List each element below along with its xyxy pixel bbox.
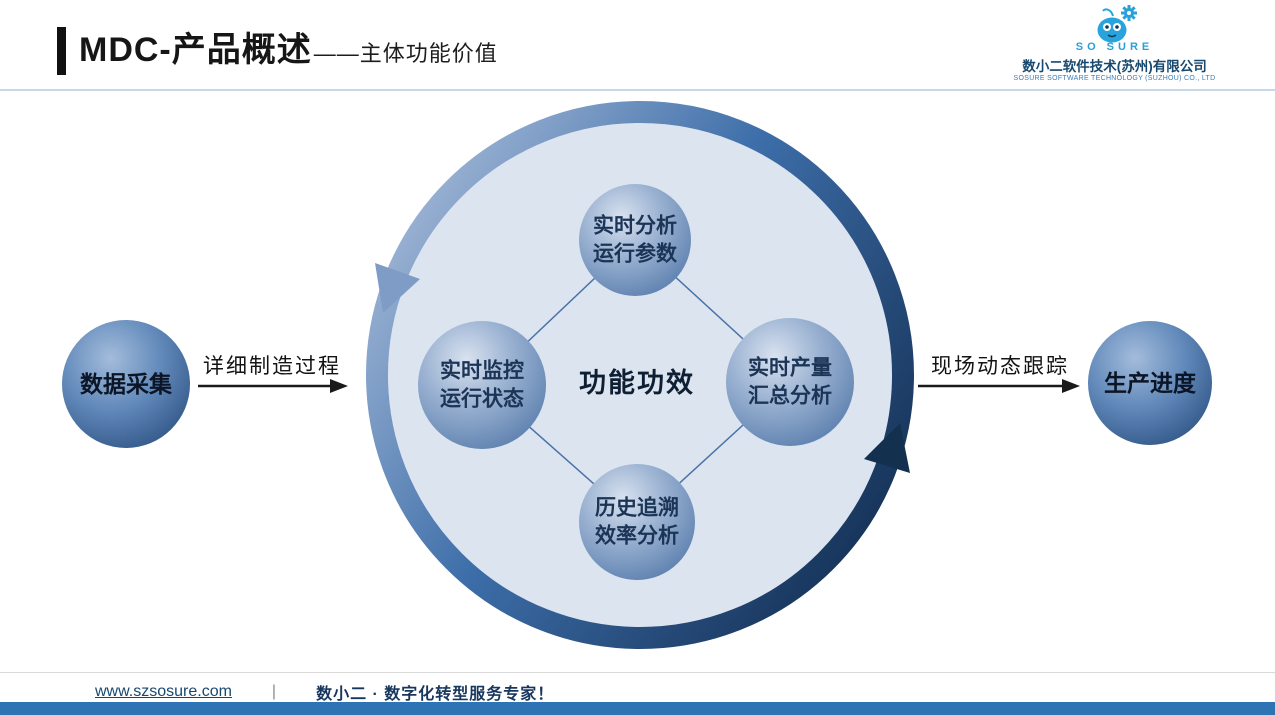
value-cycle-diagram: 功能功效 实时分析 运行参数 实时监控 运行状态 实时产量 汇总分析 历史追溯 … xyxy=(62,101,1212,649)
logo-company-name-en: SOSURE SOFTWARE TECHNOLOGY (SUZHOU) CO.,… xyxy=(1013,75,1216,82)
website-link[interactable]: www.szsosure.com xyxy=(95,683,232,700)
bubble-bottom: 历史追溯 效率分析 xyxy=(579,464,695,580)
page-title: MDC-产品概述 xyxy=(79,31,312,69)
page-subtitle: ——主体功能价值 xyxy=(313,41,498,66)
bottom-accent-bar xyxy=(0,702,1275,715)
logo-block: SO SURE 数小二软件技术(苏州)有限公司 SOSURE SOFTWARE … xyxy=(1002,4,1227,82)
footer: www.szsosure.com | 数小二 · 数字化转型服务专家！ xyxy=(95,680,554,704)
sosure-logo-icon xyxy=(1097,5,1137,43)
header-divider xyxy=(0,89,1275,91)
node-production-progress-label: 生产进度 xyxy=(1104,370,1197,396)
footer-slogan: 数小二 · 数字化转型服务专家！ xyxy=(316,686,555,703)
gear-icon xyxy=(1120,5,1137,21)
bubble-bottom-line1: 历史追溯 xyxy=(595,496,679,520)
bubble-left: 实时监控 运行状态 xyxy=(418,321,546,449)
bubble-right-line1: 实时产量 xyxy=(748,356,832,380)
cycle-arrow-right-icon xyxy=(864,423,910,473)
cycle-ring xyxy=(366,101,914,649)
node-data-collection-label: 数据采集 xyxy=(80,371,173,397)
logo-brand-text: SO SURE xyxy=(1075,41,1154,53)
bubble-left-line1: 实时监控 xyxy=(440,359,524,383)
bubble-left-line2: 运行状态 xyxy=(440,387,524,411)
bubble-top-line2: 运行参数 xyxy=(593,242,678,266)
header-title-row: MDC-产品概述 ——主体功能价值 xyxy=(79,22,498,71)
cycle-inner-circle xyxy=(388,123,892,627)
footer-divider xyxy=(0,672,1275,673)
left-flow-arrow xyxy=(198,379,348,393)
center-label: 功能功效 xyxy=(579,367,695,398)
bubble-top-line1: 实时分析 xyxy=(593,214,677,238)
footer-separator: | xyxy=(271,683,277,700)
logo-company-name: 数小二软件技术(苏州)有限公司 xyxy=(1022,59,1207,74)
bubble-right: 实时产量 汇总分析 xyxy=(726,318,854,446)
node-data-collection: 数据采集 xyxy=(62,320,190,448)
node-production-progress: 生产进度 xyxy=(1088,321,1212,445)
bubble-right-line2: 汇总分析 xyxy=(748,384,832,408)
bubble-top: 实时分析 运行参数 xyxy=(579,184,691,296)
title-accent-bar xyxy=(57,27,66,75)
cycle-arrow-left-icon xyxy=(375,263,420,313)
right-flow-arrow xyxy=(918,379,1080,393)
bubble-bottom-line2: 效率分析 xyxy=(595,524,679,548)
right-arrow-label: 现场动态跟踪 xyxy=(931,355,1069,378)
left-arrow-label: 详细制造过程 xyxy=(203,355,341,378)
